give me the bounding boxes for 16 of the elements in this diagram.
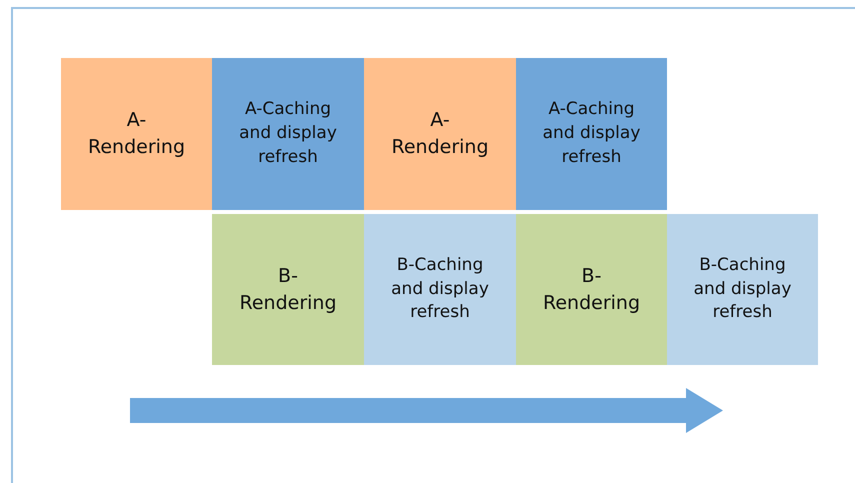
block-label: A- Rendering xyxy=(86,108,186,160)
block-label: B- Rendering xyxy=(238,264,338,316)
rendering-block xyxy=(364,58,516,210)
caching-block xyxy=(364,214,516,365)
block-label: A- Rendering xyxy=(390,108,490,160)
block-label: B-Caching and display refresh xyxy=(692,254,792,324)
block-label: B-Caching and display refresh xyxy=(390,254,490,324)
block-label: A-Caching and display refresh xyxy=(238,98,338,169)
rendering-block xyxy=(516,214,667,365)
caching-block xyxy=(667,214,818,365)
rendering-block xyxy=(61,58,212,210)
block-label: A-Caching and display refresh xyxy=(542,98,642,169)
caching-block xyxy=(516,58,667,210)
block-label: B- Rendering xyxy=(542,264,642,316)
rendering-block xyxy=(212,214,364,365)
caching-block xyxy=(212,58,364,210)
